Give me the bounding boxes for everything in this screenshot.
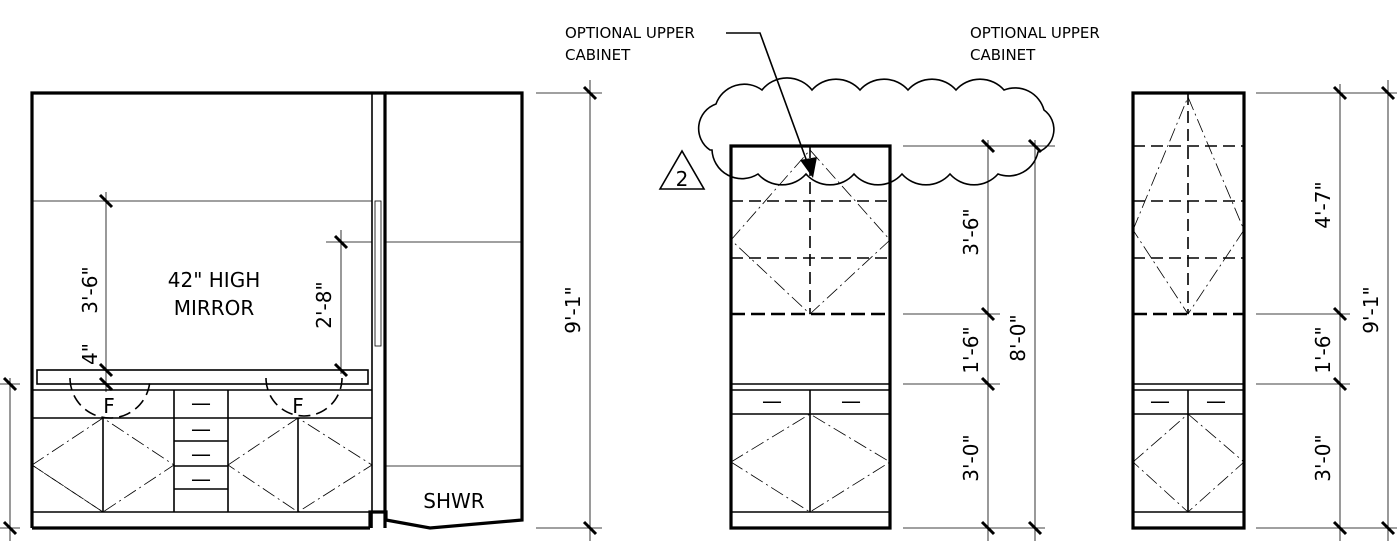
mirror-label-line2: MIRROR <box>174 296 255 320</box>
dim-backsplash-text: 4" <box>78 343 102 365</box>
right-drawer-mark-2: — <box>1206 389 1226 413</box>
right-drawer-mark-1: — <box>1150 389 1170 413</box>
middle-dim-gap: 1'-6" <box>959 326 983 373</box>
middle-drawer-mark-1: — <box>762 389 782 413</box>
note-optional-upper-line1: OPTIONAL UPPER <box>565 24 695 42</box>
leader-arrow <box>800 157 817 178</box>
right-elevation: OPTIONAL UPPER CABINET — — <box>970 24 1397 541</box>
right-dim-base: 3'-0" <box>1311 434 1335 481</box>
middle-dimensions: 3'-6" 1'-6" 3'-0" 8'-0" <box>903 138 1055 541</box>
right-dim-upper: 4'-7" <box>1311 181 1335 228</box>
middle-dim-base: 3'-0" <box>959 434 983 481</box>
dim-overall-left-text: 9'-1" <box>561 286 585 333</box>
revision-cloud <box>697 77 1055 186</box>
drawer-mark-3: — <box>191 442 211 466</box>
right-cabinet-outline <box>1131 91 1246 530</box>
dim-mirror-height-text: 3'-6" <box>78 266 102 313</box>
middle-dim-total: 8'-0" <box>1006 314 1030 361</box>
dimension-overall-left: 9'-1" <box>536 80 602 541</box>
dimension-cabinet-height: 2'-8" <box>312 230 372 378</box>
revision-triangle <box>658 149 706 190</box>
faucet-label-left: F <box>103 394 115 418</box>
middle-cabinet-outline <box>729 144 892 530</box>
leader-line <box>726 32 811 171</box>
note-optional-upper-line2: CABINET <box>565 46 631 64</box>
faucet-label-right: F <box>292 394 304 418</box>
right-dim-gap: 1'-6" <box>1311 326 1335 373</box>
drawer-mark-2: — <box>191 417 211 441</box>
right-note-line1: OPTIONAL UPPER <box>970 24 1100 42</box>
mirror-label-line1: 42" HIGH <box>168 268 260 292</box>
glass-door-handle <box>374 200 382 347</box>
middle-dim-upper: 3'-6" <box>959 208 983 255</box>
left-elevation: SHWR 42" HIGH MIRROR <box>0 80 602 541</box>
drawer-mark-4: — <box>191 467 211 491</box>
right-dim-overall: 9'-1" <box>1359 286 1383 333</box>
dim-cabinet-height-text: 2'-8" <box>312 281 336 328</box>
shower-label: SHWR <box>423 489 485 513</box>
drawer-mark-1: — <box>191 391 211 415</box>
vanity-cabinet: F F — — — — <box>31 377 373 513</box>
countertop-backsplash <box>36 369 369 385</box>
shower-enclosure <box>374 91 524 530</box>
right-dimensions: 4'-7" 1'-6" 3'-0" 9'-1" <box>1256 80 1397 541</box>
mirror: 42" HIGH MIRROR <box>32 200 372 320</box>
middle-drawer-mark-2: — <box>841 389 861 413</box>
dimension-mirror-height: 3'-6" 4" <box>78 192 114 392</box>
middle-elevation: OPTIONAL UPPER CABINET 2 — — <box>565 24 1055 541</box>
right-note-line2: CABINET <box>970 46 1036 64</box>
revision-mark: 2 <box>676 167 689 191</box>
